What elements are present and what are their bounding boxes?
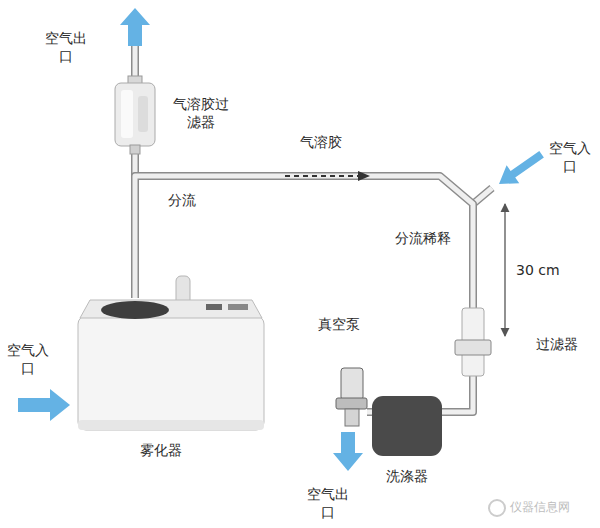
flow-arrow-head bbox=[358, 171, 370, 181]
filter: 过滤器 bbox=[455, 308, 491, 376]
pump-fitting bbox=[336, 398, 367, 409]
flow-arrow-dashed bbox=[285, 175, 360, 177]
nebulizer-base bbox=[78, 420, 264, 430]
filter-drawing bbox=[455, 308, 491, 376]
nebulizer-lid bbox=[80, 300, 262, 318]
air-out-arrow bbox=[120, 8, 150, 46]
node-label: 洗涤器 bbox=[386, 468, 428, 486]
filter-neck bbox=[130, 145, 140, 154]
scrubber-drawing bbox=[372, 396, 442, 456]
nebulizer-body bbox=[78, 316, 264, 430]
annotation-label: 空气出口 bbox=[44, 30, 89, 65]
tube-connector bbox=[442, 376, 473, 412]
tube-outline bbox=[367, 408, 372, 416]
filter-shade bbox=[138, 96, 148, 132]
annotation-label: 空气入口 bbox=[6, 342, 51, 377]
filter-band bbox=[455, 340, 491, 355]
dimension-line bbox=[504, 204, 505, 336]
annotation-label: 分流 bbox=[168, 192, 196, 210]
filter-highlight bbox=[121, 90, 133, 138]
tube-inner bbox=[442, 376, 473, 412]
vacuum-pump: 真空泵 bbox=[335, 368, 367, 426]
tube-outline bbox=[442, 376, 473, 412]
annotation-label: 30 cm bbox=[516, 262, 560, 280]
scrubber-body bbox=[372, 396, 442, 456]
tube-inner bbox=[367, 410, 372, 415]
nebulizer-drawing bbox=[76, 298, 266, 435]
annotation-label: 分流稀释 bbox=[395, 230, 451, 248]
tube-connector bbox=[367, 412, 372, 413]
annotation-label: 气溶胶 bbox=[300, 134, 342, 152]
scrubber: 洗涤器 bbox=[372, 396, 442, 456]
air-in-arrow bbox=[18, 389, 70, 421]
air-in-arrow bbox=[493, 145, 548, 193]
node-label: 气溶胶过滤器 bbox=[172, 96, 231, 131]
watermark-logo bbox=[489, 500, 505, 516]
watermark: 仪器信息网 bbox=[510, 500, 570, 515]
vacuum-pump-drawing bbox=[335, 368, 367, 426]
annotation-label: 空气入口 bbox=[548, 140, 593, 175]
outlet-tube bbox=[131, 46, 139, 78]
nebulizer-cup bbox=[101, 301, 169, 319]
pump-body bbox=[341, 368, 363, 400]
aerosol-filter: 气溶胶过滤器 bbox=[110, 76, 160, 154]
control-display bbox=[206, 304, 222, 310]
outlet-tube-inner bbox=[133, 46, 138, 78]
pump-nozzle bbox=[345, 409, 359, 426]
aerosol-filter-drawing bbox=[110, 76, 160, 154]
control-buttons bbox=[228, 304, 248, 310]
annotation-label: 空气出口 bbox=[306, 486, 351, 521]
node-label: 雾化器 bbox=[140, 442, 182, 460]
node-label: 真空泵 bbox=[318, 316, 360, 334]
nebulizer: 雾化器 bbox=[76, 298, 266, 435]
filter-body bbox=[115, 83, 155, 146]
air-out-arrow bbox=[333, 432, 363, 471]
node-label: 过滤器 bbox=[536, 336, 578, 354]
